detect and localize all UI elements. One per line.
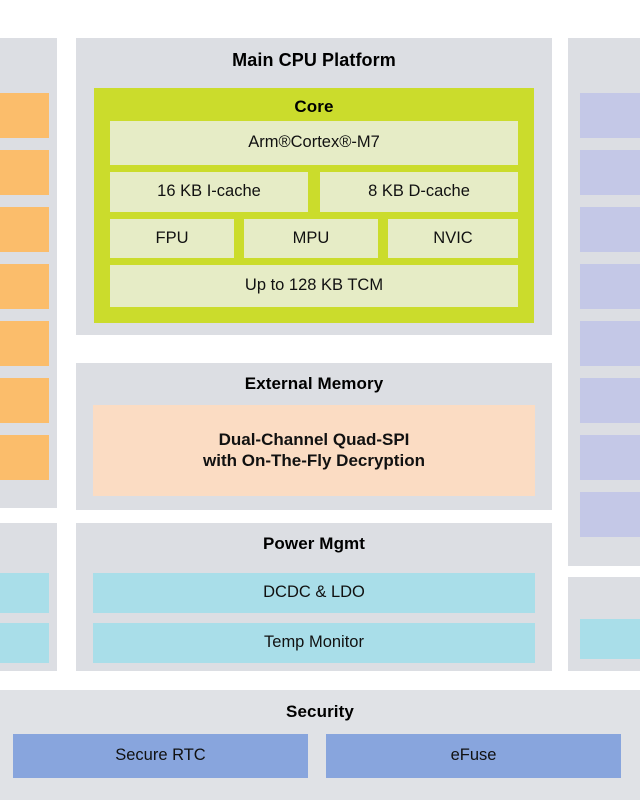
- core-block-nvic[interactable]: NVIC: [388, 219, 518, 258]
- left-peripheral-column: [0, 38, 57, 508]
- power-mgmt-panel: Power Mgmt DCDC & LDO Temp Monitor: [76, 523, 552, 671]
- security-title: Security: [286, 702, 354, 721]
- security-block-efuse[interactable]: eFuse: [326, 734, 621, 778]
- right-peripheral-block[interactable]: [580, 321, 640, 366]
- core-title: Core: [294, 97, 334, 116]
- right-peripheral-block[interactable]: [580, 93, 640, 138]
- right-peripheral-block[interactable]: [580, 378, 640, 423]
- core-block-cortex-m7[interactable]: Arm®Cortex®-M7: [110, 121, 518, 165]
- core-block-fpu[interactable]: FPU: [110, 219, 234, 258]
- right-analog-column: [568, 577, 640, 671]
- right-peripheral-block[interactable]: [580, 207, 640, 252]
- right-peripheral-block[interactable]: [580, 150, 640, 195]
- core-block-icache[interactable]: 16 KB I-cache: [110, 172, 308, 212]
- power-mgmt-block-temp-monitor[interactable]: Temp Monitor: [93, 623, 535, 663]
- right-peripheral-block[interactable]: [580, 435, 640, 480]
- core-block-mpu[interactable]: MPU: [244, 219, 378, 258]
- left-peripheral-block[interactable]: [0, 435, 49, 480]
- right-peripheral-column: [568, 38, 640, 566]
- left-analog-column: [0, 523, 57, 671]
- core-block-tcm[interactable]: Up to 128 KB TCM: [110, 265, 518, 307]
- external-memory-title: External Memory: [244, 374, 384, 393]
- core-group: Core Arm®Cortex®-M7 16 KB I-cache 8 KB D…: [94, 88, 534, 323]
- right-analog-block[interactable]: [580, 619, 640, 659]
- right-peripheral-block[interactable]: [580, 492, 640, 537]
- left-peripheral-block[interactable]: [0, 321, 49, 366]
- left-analog-block[interactable]: [0, 623, 49, 663]
- core-block-dcache[interactable]: 8 KB D-cache: [320, 172, 518, 212]
- security-block-secure-rtc[interactable]: Secure RTC: [13, 734, 308, 778]
- left-peripheral-block[interactable]: [0, 264, 49, 309]
- left-peripheral-block[interactable]: [0, 378, 49, 423]
- main-cpu-platform-panel: Main CPU Platform Core Arm®Cortex®-M7 16…: [76, 38, 552, 335]
- security-panel: Security Secure RTC eFuse: [0, 690, 640, 800]
- left-peripheral-block[interactable]: [0, 207, 49, 252]
- power-mgmt-title: Power Mgmt: [262, 534, 366, 553]
- main-cpu-platform-title: Main CPU Platform: [232, 50, 396, 70]
- left-peripheral-block[interactable]: [0, 93, 49, 138]
- left-peripheral-block[interactable]: [0, 150, 49, 195]
- power-mgmt-block-dcdc-ldo[interactable]: DCDC & LDO: [93, 573, 535, 613]
- right-peripheral-block[interactable]: [580, 264, 640, 309]
- external-memory-panel: External Memory Dual-Channel Quad-SPI wi…: [76, 363, 552, 510]
- external-memory-block-quad-spi[interactable]: Dual-Channel Quad-SPI with On-The-Fly De…: [93, 405, 535, 496]
- left-analog-block[interactable]: [0, 573, 49, 613]
